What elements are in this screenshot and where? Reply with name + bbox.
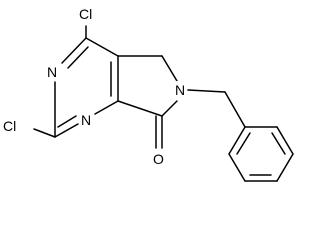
bond-n3-c4-inner bbox=[67, 46, 89, 69]
bond-n1-c2 bbox=[54, 123, 79, 138]
bond-c2-cl bbox=[33, 128, 56, 138]
bond-n3-c4 bbox=[61, 37, 87, 64]
bond-n6-ch2 bbox=[187, 89, 226, 93]
bond-n1-c2-inner bbox=[57, 115, 77, 128]
atom-label-o-carbonyl: O bbox=[153, 151, 164, 167]
atom-label-n-lower: N bbox=[81, 112, 91, 128]
bond-c7-c7a bbox=[117, 100, 163, 117]
atom-label-cl-left: Cl bbox=[3, 118, 16, 134]
bond-c4-c4a bbox=[85, 37, 119, 57]
bond-ch2-ph bbox=[224, 91, 246, 128]
chemical-structure-diagram: Cl N Cl N N O bbox=[2, 4, 294, 182]
bond-ph3-ph4 bbox=[276, 153, 294, 182]
bond-ph2-ph3-inner bbox=[271, 132, 286, 155]
bond-c7a-n1 bbox=[94, 100, 119, 115]
atom-label-cl-top: Cl bbox=[79, 6, 92, 22]
bond-ph6-ph1-inner bbox=[236, 132, 251, 155]
bond-ph2-ph3 bbox=[276, 126, 294, 155]
bond-c5-n6 bbox=[161, 55, 178, 82]
bond-n6-c7 bbox=[161, 100, 178, 117]
atom-label-n-ring: N bbox=[175, 82, 185, 98]
bond-ph6-ph1 bbox=[228, 126, 246, 155]
bond-ph5-ph6 bbox=[228, 153, 246, 182]
atom-label-n-upper: N bbox=[47, 64, 57, 80]
